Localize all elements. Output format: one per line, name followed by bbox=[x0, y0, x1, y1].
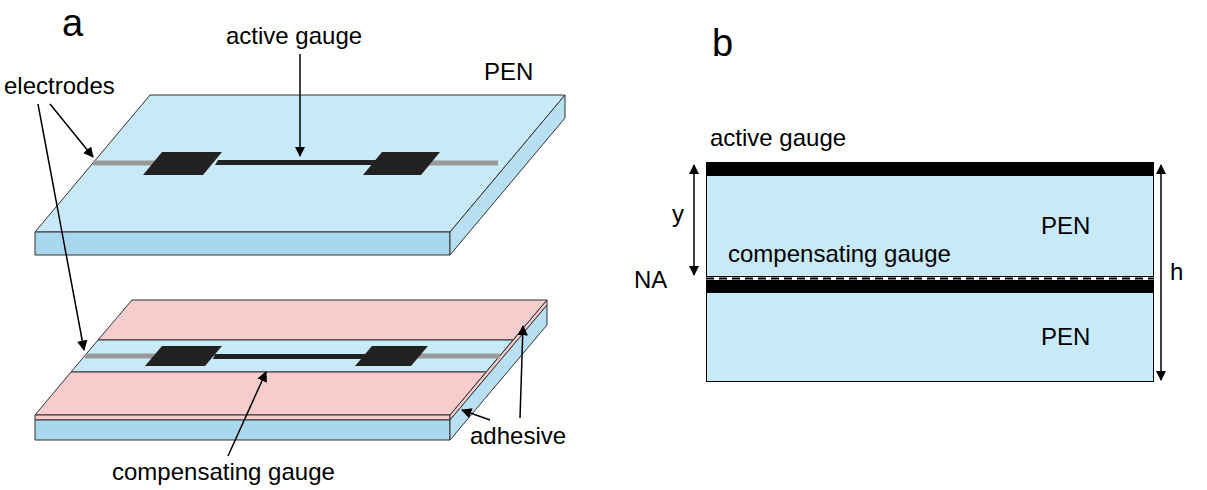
gauge-strip bbox=[215, 160, 380, 165]
adhesive-edge bbox=[35, 415, 450, 420]
part-label: active gauge bbox=[710, 124, 846, 152]
pen-layer: PEN bbox=[706, 292, 1154, 382]
adhesive-strip bbox=[35, 372, 486, 415]
part-label: adhesive bbox=[470, 422, 566, 450]
active-gauge-layer bbox=[706, 162, 1154, 175]
pen-front-face bbox=[35, 232, 450, 255]
leader-line bbox=[299, 54, 301, 156]
leader-line bbox=[462, 410, 490, 420]
layer-label: PEN bbox=[1041, 323, 1090, 351]
pen-channel bbox=[71, 340, 513, 372]
electrode bbox=[415, 354, 500, 359]
gauge-pad bbox=[363, 152, 440, 175]
gauge-pad bbox=[355, 346, 428, 366]
panel-letter: a bbox=[62, 2, 83, 46]
layer-label: PEN bbox=[1041, 212, 1090, 240]
dimension-arrow bbox=[693, 165, 695, 275]
active-gauge bbox=[93, 152, 498, 175]
gauge-pad bbox=[145, 346, 222, 366]
bottom-layer bbox=[35, 300, 547, 440]
dimension-arrow bbox=[1160, 165, 1162, 380]
leader-line bbox=[38, 104, 84, 350]
gauge-strip bbox=[213, 354, 378, 359]
leader-line bbox=[228, 372, 266, 456]
neutral-axis bbox=[706, 278, 1154, 280]
gauge-pad bbox=[143, 152, 222, 175]
dimension-label: y bbox=[672, 200, 684, 228]
axis-label: NA bbox=[634, 266, 667, 294]
leader-lines bbox=[38, 54, 523, 456]
electrode bbox=[85, 354, 160, 359]
electrode bbox=[93, 161, 160, 166]
neutral-axis-gap bbox=[706, 277, 1154, 280]
pen-side-face bbox=[450, 95, 565, 255]
dimension-label: h bbox=[1170, 258, 1183, 286]
panel-letter: b bbox=[712, 22, 733, 66]
compensating-gauge bbox=[85, 346, 500, 366]
part-label: compensating gauge bbox=[112, 458, 335, 486]
pen-side-face bbox=[450, 305, 547, 440]
part-label: electrodes bbox=[4, 72, 115, 100]
leader-line bbox=[50, 104, 93, 157]
electrode bbox=[425, 161, 498, 166]
part-label: active gauge bbox=[226, 22, 362, 50]
compensating-gauge-layer bbox=[706, 280, 1154, 292]
adhesive-strip bbox=[98, 300, 547, 340]
part-label: compensating gauge bbox=[728, 240, 951, 268]
leader-line bbox=[520, 326, 523, 418]
part-label: PEN bbox=[484, 58, 533, 86]
